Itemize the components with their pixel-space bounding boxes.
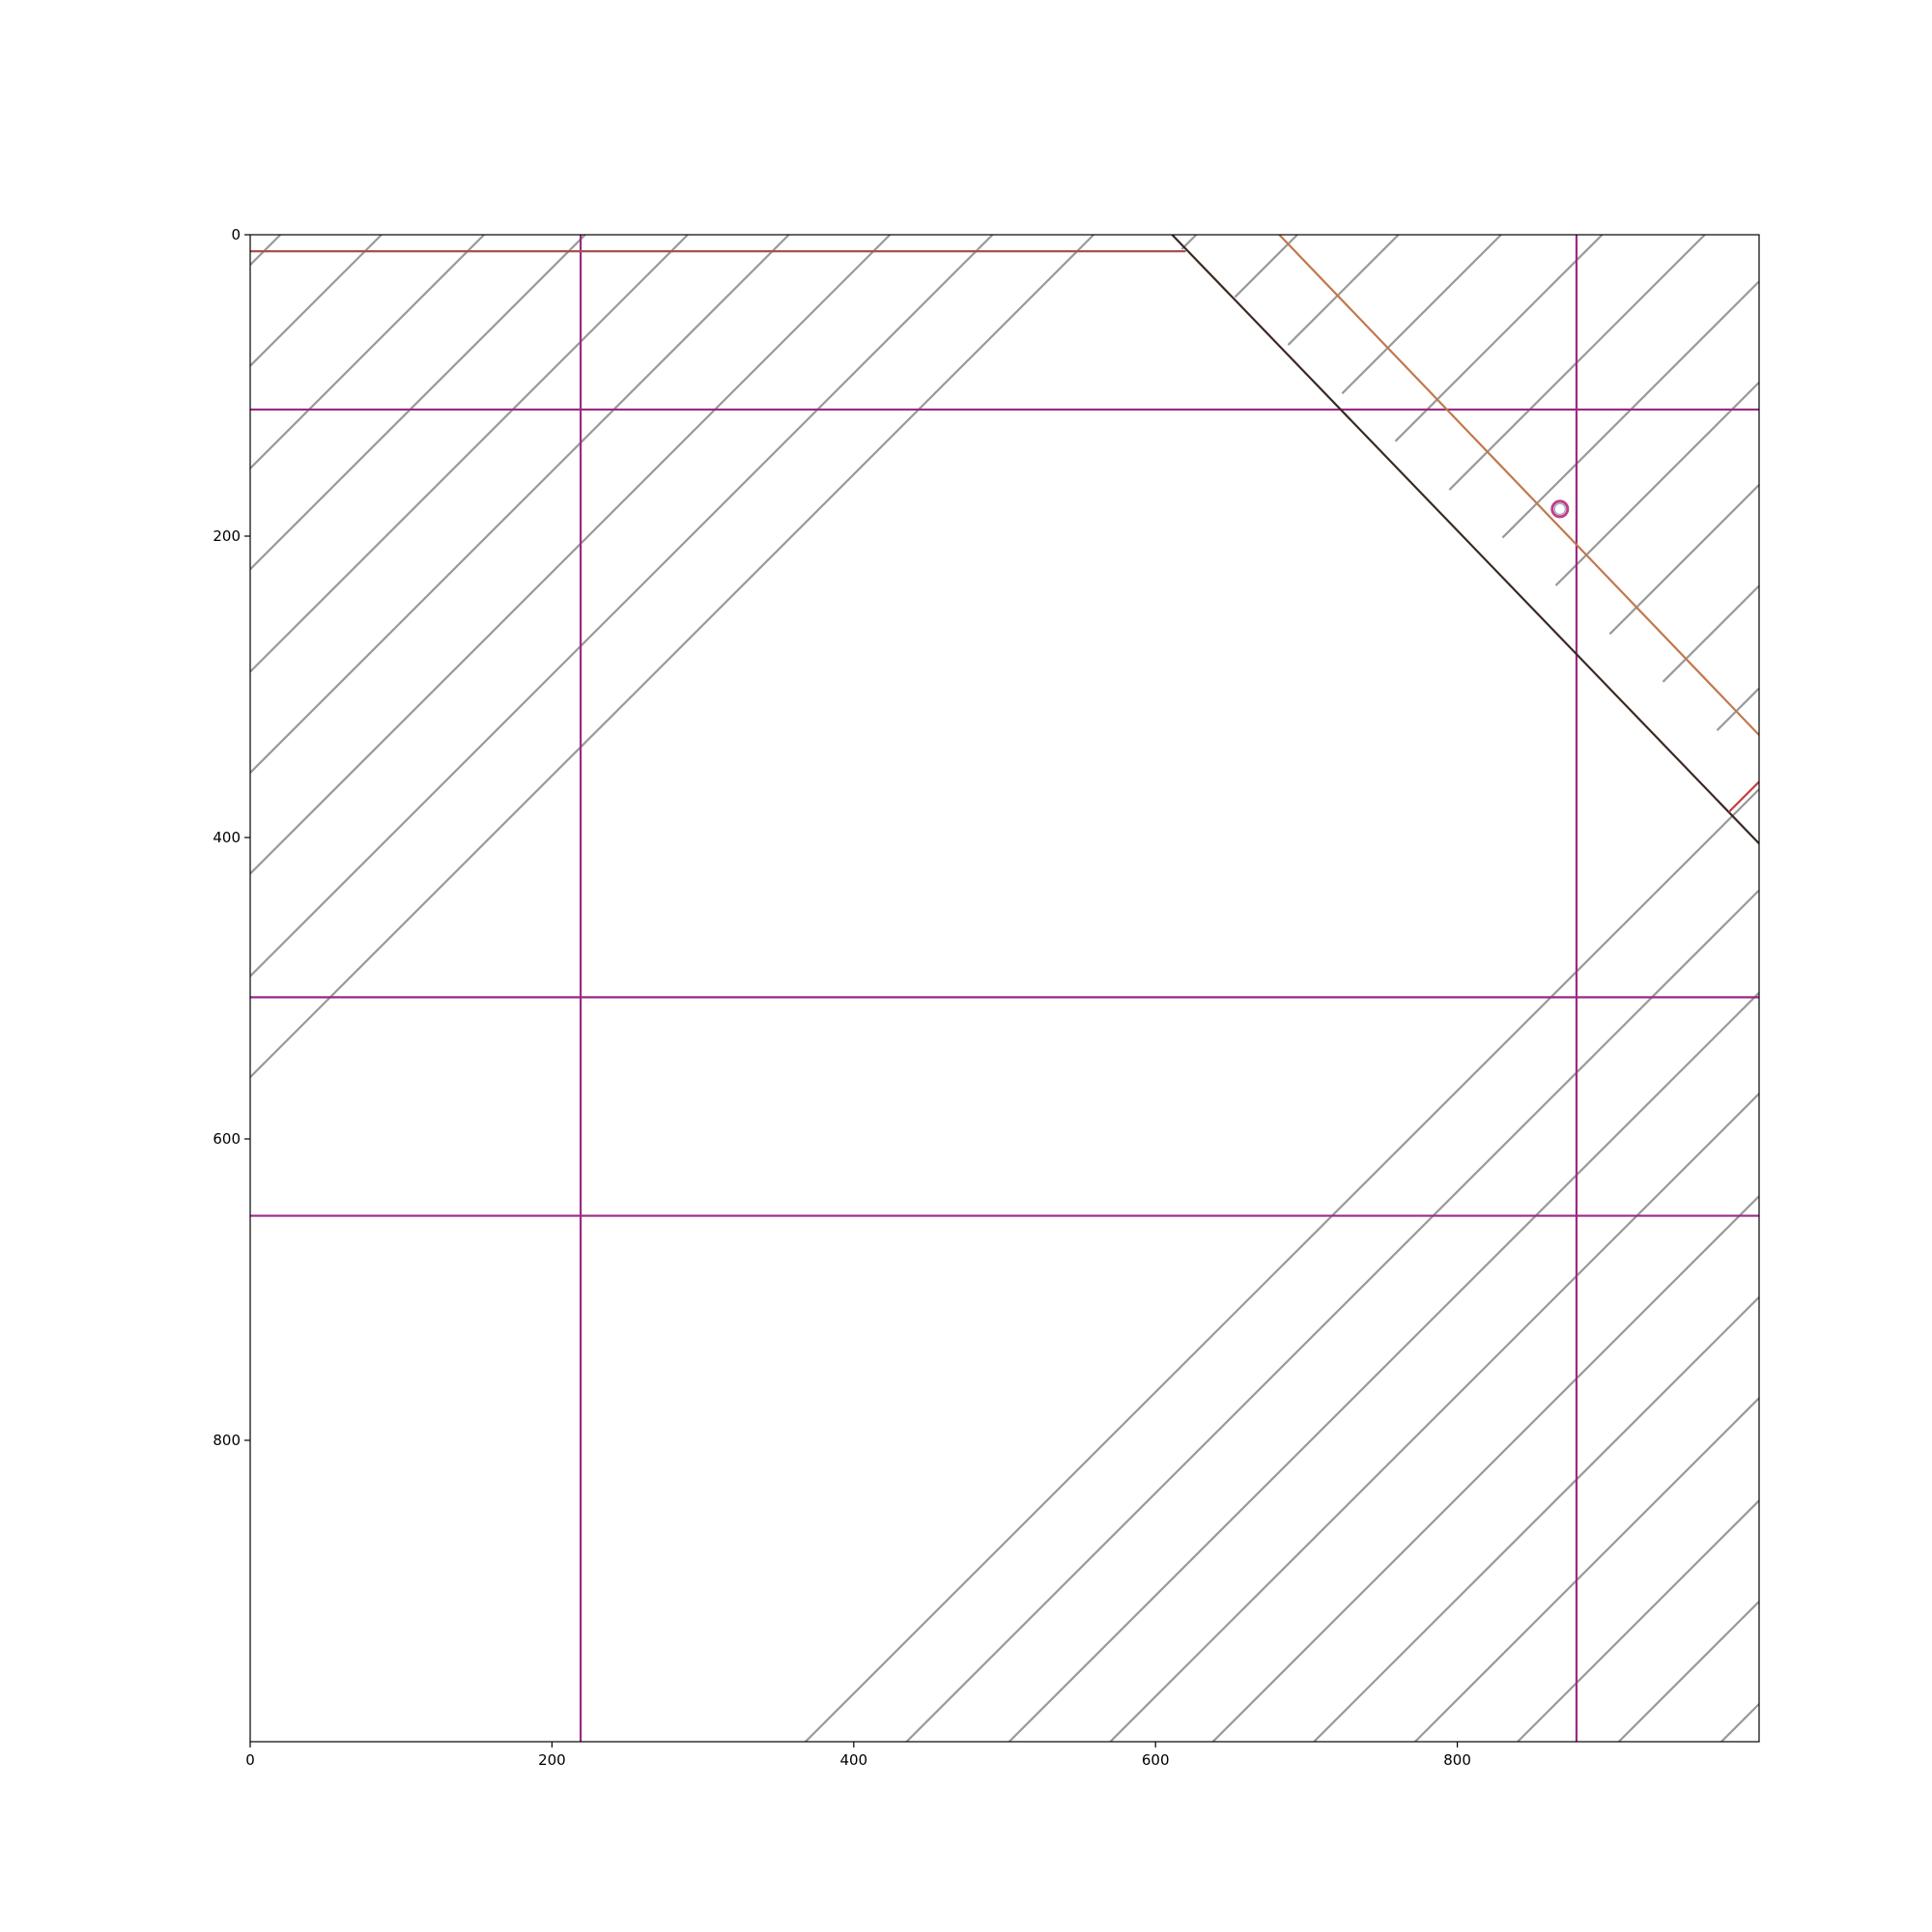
hatch-line-28	[1617, 1601, 1759, 1742]
hatch-line-20	[805, 788, 1759, 1742]
hatch-line-6	[250, 235, 892, 875]
hatch-line-19	[1716, 687, 1759, 731]
x-tick-label-1: 200	[538, 1751, 566, 1769]
y-axis: 0 200 400 600 800	[213, 226, 250, 1449]
hatch-line-24	[1211, 1195, 1759, 1742]
segment-series-6	[1171, 235, 1759, 845]
x-tick-label-3: 600	[1142, 1751, 1170, 1769]
hatch-line-1	[250, 235, 383, 367]
hatch-line-10	[1234, 235, 1298, 298]
x-tick-label-0: 0	[245, 1751, 255, 1769]
hatch-line-12	[1341, 235, 1502, 395]
hatch-line-5	[250, 235, 790, 774]
y-tick-label-1: 200	[213, 527, 241, 545]
y-tick-label-4: 800	[213, 1432, 241, 1449]
plot-background	[250, 235, 1759, 1742]
hatch-line-27	[1517, 1499, 1759, 1742]
hatch-line-7	[250, 235, 994, 978]
ring-marker-0	[1550, 499, 1570, 519]
hatch-line-17	[1608, 484, 1759, 636]
hatch-line-23	[1109, 1093, 1759, 1742]
hatch-line-11	[1287, 235, 1400, 346]
hatch-line-29	[1720, 1703, 1759, 1742]
hatch-line-13	[1394, 235, 1604, 442]
y-tick-label-0: 0	[231, 226, 241, 243]
hatch-line-4	[250, 235, 689, 673]
hatch-line-0	[250, 235, 282, 266]
hatch-line-8	[250, 235, 1094, 1078]
segment-series-8	[1727, 781, 1759, 813]
y-tick-label-3: 600	[213, 1130, 241, 1148]
ring-marker-inner-0	[1553, 502, 1566, 515]
markers	[1550, 499, 1570, 519]
hatch-line-21	[905, 889, 1759, 1742]
hatch-line-18	[1662, 584, 1759, 683]
x-axis: 0 200 400 600 800	[245, 1742, 1471, 1769]
hatch-line-25	[1313, 1296, 1759, 1742]
series-lines	[250, 235, 1759, 1742]
hatch-line-16	[1554, 382, 1759, 586]
segment-series-7	[1278, 235, 1759, 736]
x-tick-label-2: 400	[839, 1751, 867, 1769]
plot-frame	[249, 234, 1760, 1743]
y-tick-label-2: 400	[213, 829, 241, 846]
hatch-line-2	[250, 235, 485, 469]
hatch-line-22	[1008, 991, 1759, 1742]
x-tick-label-4: 800	[1443, 1751, 1471, 1769]
hatch-line-3	[250, 235, 586, 571]
hatch-line-26	[1414, 1397, 1759, 1742]
